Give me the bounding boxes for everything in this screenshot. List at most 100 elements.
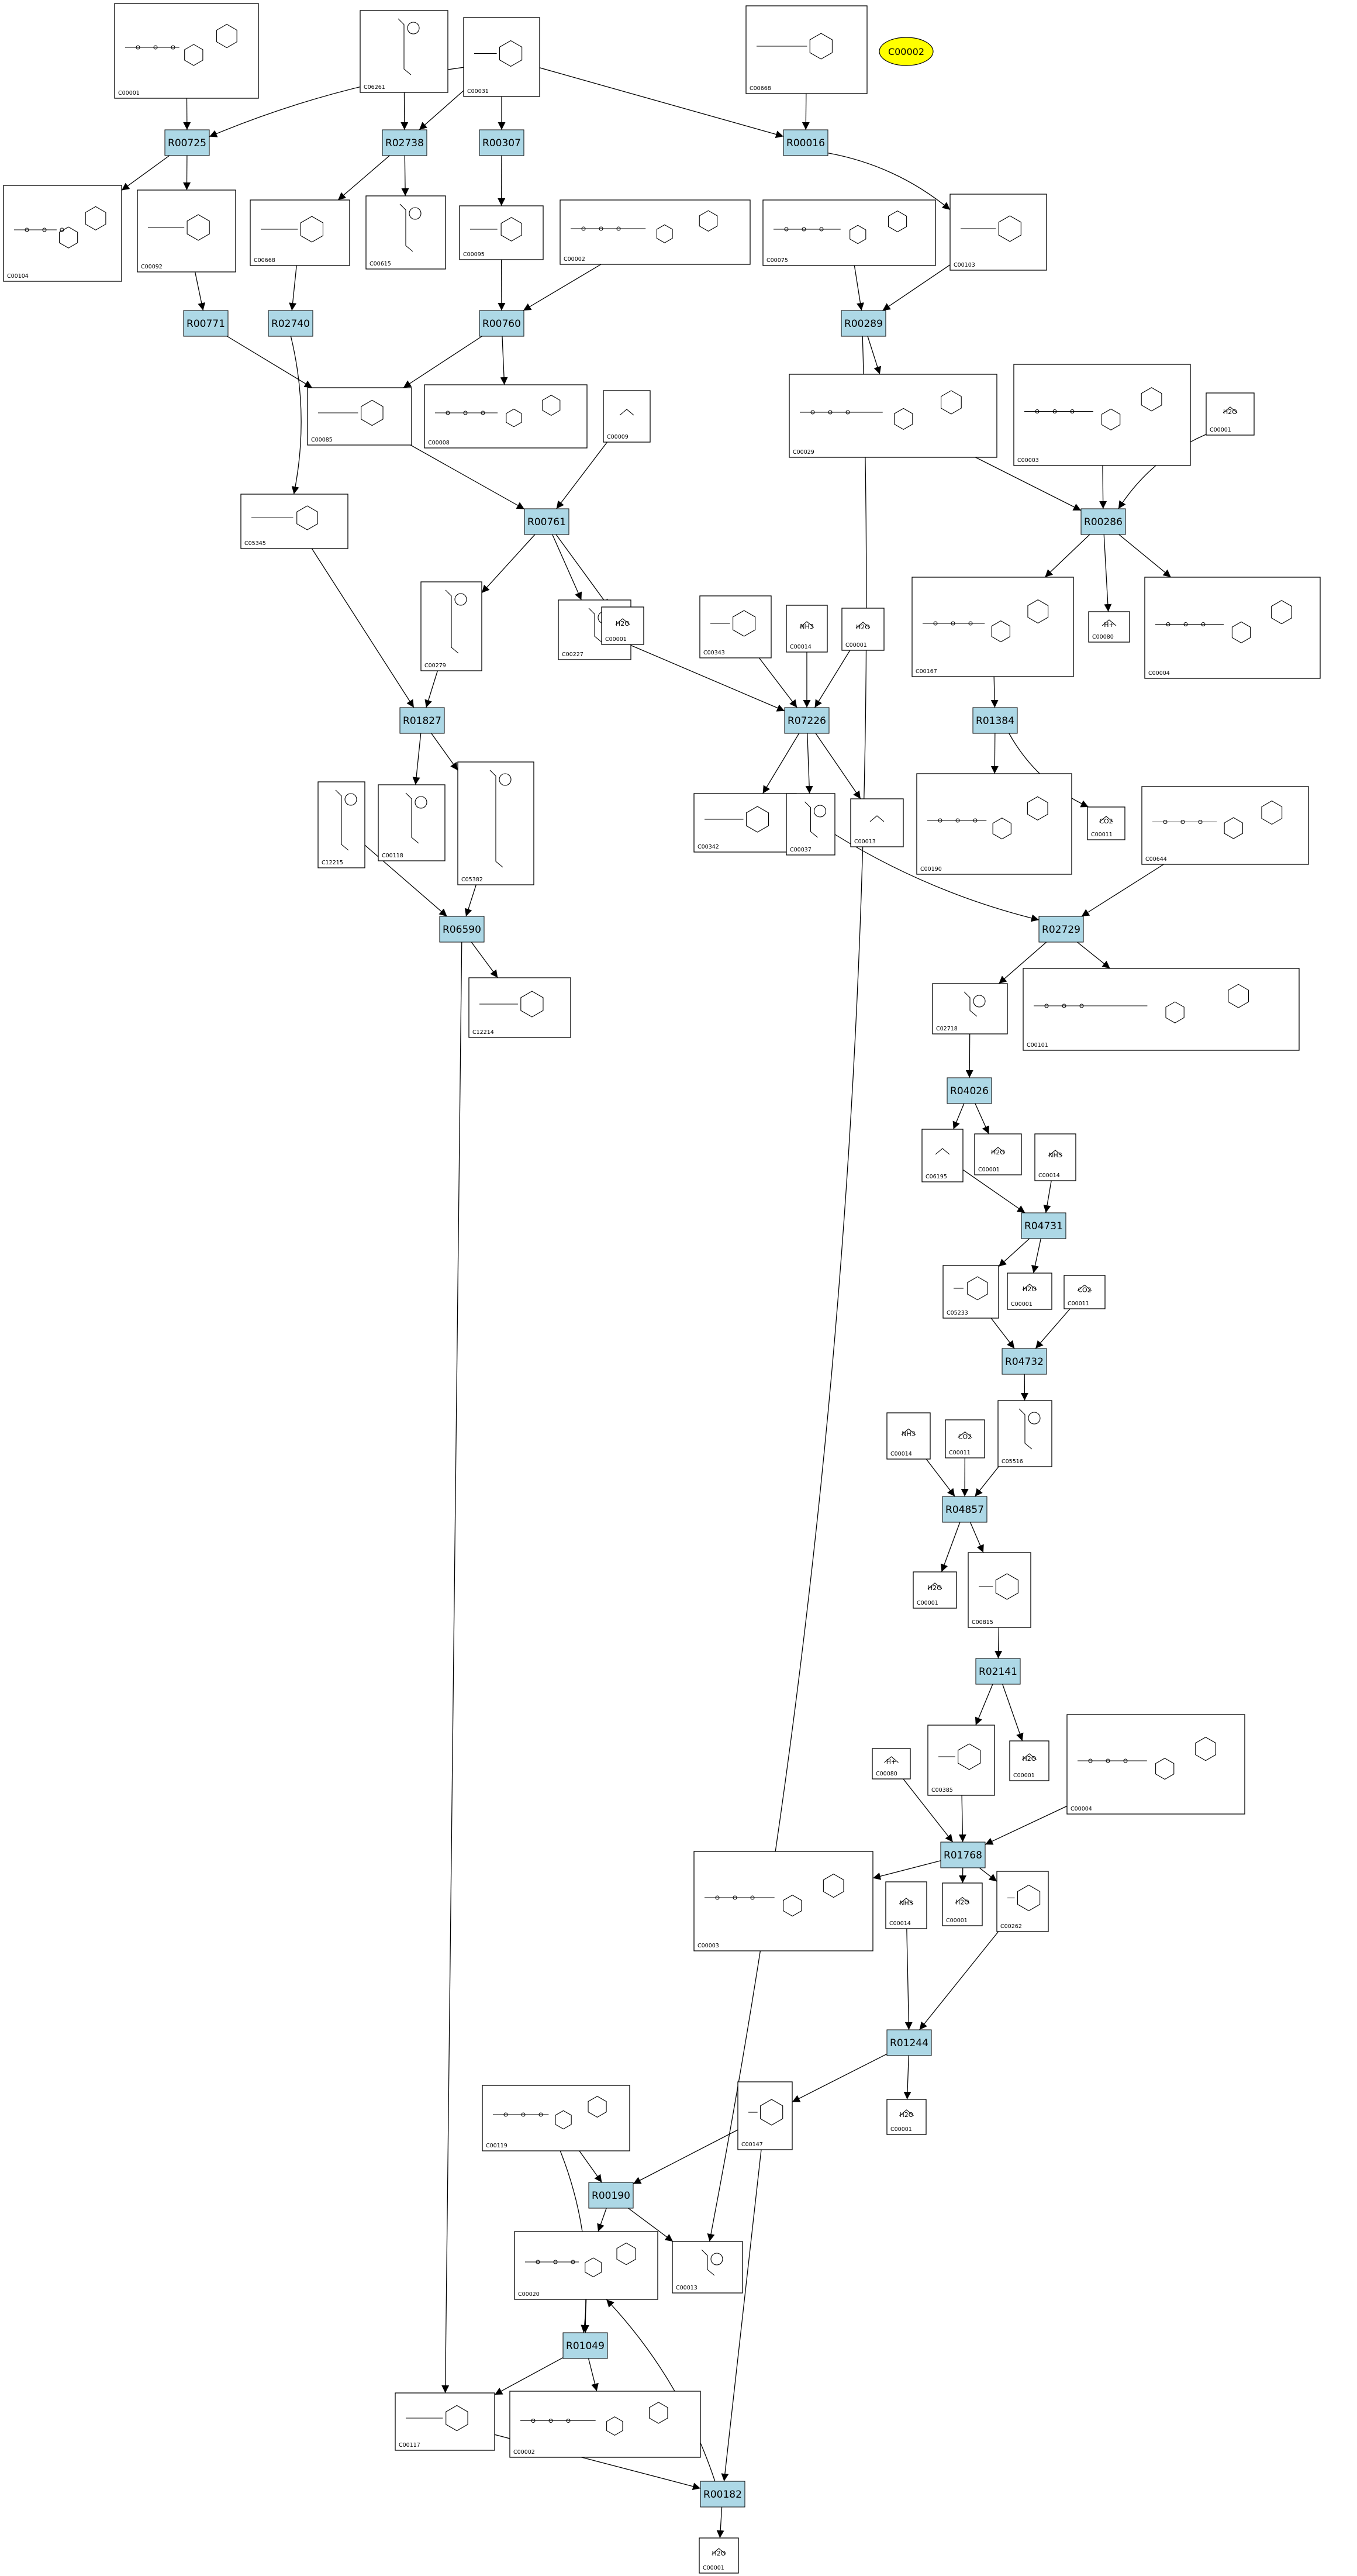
compound-node[interactable]: C00008: [424, 384, 588, 449]
reaction-node[interactable]: R04731: [1021, 1212, 1066, 1239]
reaction-node[interactable]: R01768: [940, 1842, 986, 1868]
compound-node[interactable]: C05233: [942, 1265, 999, 1319]
compound-node[interactable]: C00013: [672, 2241, 743, 2294]
compound-node[interactable]: C00095: [459, 205, 544, 260]
reaction-node[interactable]: R01049: [562, 2332, 608, 2359]
compound-node[interactable]: C00003: [1013, 364, 1191, 466]
compound-node[interactable]: C00815: [968, 1552, 1031, 1628]
compound-node[interactable]: C05345: [240, 494, 348, 549]
compound-node[interactable]: C00117: [395, 2392, 495, 2451]
compound-id-label: C00011: [949, 1450, 971, 1456]
compound-node[interactable]: C00119: [482, 2085, 630, 2151]
compound-node[interactable]: C06195: [921, 1129, 964, 1182]
compound-node[interactable]: C00190: [916, 773, 1072, 875]
reaction-node[interactable]: R01384: [972, 707, 1018, 734]
reaction-node[interactable]: R00307: [479, 129, 524, 156]
compound-node[interactable]: H+C00080: [1088, 611, 1130, 643]
compound-node[interactable]: C00103: [949, 194, 1047, 271]
compound-node[interactable]: C00002: [560, 199, 751, 265]
compound-node[interactable]: C00668: [250, 199, 350, 266]
compound-node[interactable]: C00279: [420, 581, 482, 671]
compound-node[interactable]: C00020: [514, 2231, 658, 2300]
compound-node[interactable]: C02718: [932, 983, 1008, 1034]
compound-node[interactable]: C00118: [378, 784, 446, 861]
reaction-node[interactable]: R02738: [382, 129, 427, 156]
reaction-label: R00771: [187, 318, 225, 330]
compound-node[interactable]: C00644: [1141, 786, 1309, 865]
compound-node[interactable]: C00101: [1023, 968, 1300, 1051]
compound-node[interactable]: C00009: [603, 390, 651, 443]
compound-node[interactable]: C00342: [693, 793, 797, 853]
reaction-node[interactable]: R02141: [975, 1658, 1021, 1685]
reaction-node[interactable]: R00286: [1080, 508, 1126, 535]
compound-node[interactable]: C12214: [468, 977, 571, 1038]
reaction-node[interactable]: R04857: [942, 1496, 987, 1523]
compound-node[interactable]: C00615: [365, 195, 446, 270]
reaction-node[interactable]: R00725: [164, 129, 210, 156]
reaction-node[interactable]: R02740: [268, 310, 313, 337]
reaction-node[interactable]: R06590: [439, 916, 485, 943]
reaction-node[interactable]: R00289: [841, 310, 886, 337]
compound-node[interactable]: C00104: [3, 185, 122, 282]
compound-node[interactable]: C00031: [463, 17, 540, 97]
compound-node[interactable]: C00385: [927, 1725, 995, 1796]
compound-node[interactable]: C05382: [457, 761, 534, 885]
reaction-label: R04732: [1005, 1356, 1044, 1368]
edge-arrow: [762, 733, 800, 794]
reaction-node[interactable]: R00182: [700, 2481, 745, 2508]
compound-node[interactable]: C00668: [745, 5, 868, 94]
compound-node[interactable]: C05516: [997, 1400, 1052, 1467]
edge-arrow: [364, 844, 448, 917]
compound-node[interactable]: C00002: [509, 2391, 701, 2458]
compound-node[interactable]: C00013: [850, 798, 904, 847]
reaction-node[interactable]: R00760: [479, 310, 524, 337]
edge-arrow: [121, 155, 170, 191]
compound-node[interactable]: C00001: [114, 3, 259, 99]
compound-node[interactable]: C00075: [762, 199, 936, 266]
reaction-node[interactable]: R01244: [886, 2029, 932, 2056]
compound-node[interactable]: C00037: [786, 793, 835, 856]
reaction-node[interactable]: R00761: [524, 508, 569, 535]
compound-box: [693, 793, 797, 853]
compound-node[interactable]: C00262: [996, 1871, 1049, 1932]
reaction-node[interactable]: R00771: [183, 310, 229, 337]
reaction-node[interactable]: R04732: [1002, 1348, 1047, 1375]
reaction-node[interactable]: R01827: [399, 707, 445, 734]
compound-node[interactable]: C00003: [693, 1851, 873, 1951]
reaction-node[interactable]: R04026: [947, 1077, 992, 1104]
compound-node[interactable]: C06261: [360, 10, 448, 93]
compound-node[interactable]: C00004: [1144, 577, 1321, 679]
compound-node[interactable]: C00167: [911, 577, 1074, 677]
highlighted-compound-ellipse[interactable]: C00002: [879, 37, 934, 66]
compound-node[interactable]: C00343: [699, 595, 772, 658]
compound-node[interactable]: C00004: [1066, 1714, 1245, 1815]
compound-node[interactable]: C00029: [789, 374, 997, 458]
compound-node[interactable]: C00085: [307, 387, 412, 446]
compound-node[interactable]: C00092: [137, 189, 236, 273]
reaction-node[interactable]: R00016: [783, 129, 828, 156]
compound-node[interactable]: H+C00080: [872, 1748, 911, 1780]
compound-node[interactable]: C12215: [317, 781, 365, 868]
reaction-node[interactable]: R00190: [588, 2182, 634, 2209]
reaction-node[interactable]: R07226: [784, 707, 830, 734]
reaction-node[interactable]: R02729: [1038, 916, 1084, 943]
compound-node[interactable]: C00147: [737, 2081, 793, 2150]
compound-id-label: C00003: [1017, 457, 1039, 464]
